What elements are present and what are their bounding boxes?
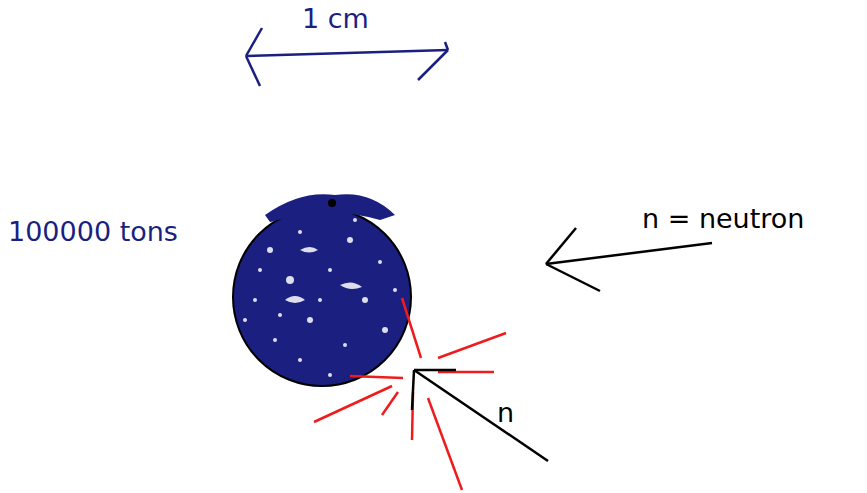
legend-arrow (546, 228, 712, 291)
impact-rays (314, 298, 506, 490)
legend-label: n = neutron (642, 204, 804, 234)
particle-label: n (497, 398, 514, 428)
dense-sphere (233, 194, 411, 386)
scale-bar (246, 28, 448, 86)
scale-label: 1 cm (302, 4, 369, 34)
neutron-arrow (412, 370, 548, 461)
mass-label: 100000 tons (8, 217, 178, 247)
